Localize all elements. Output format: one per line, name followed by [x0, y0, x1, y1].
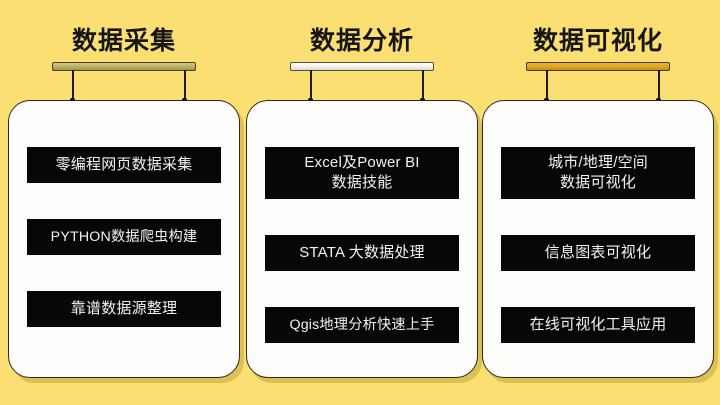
hanger-bar-icon [290, 62, 434, 71]
column-title: 数据可视化 [532, 27, 663, 55]
list-item[interactable]: 在线可视化工具应用 [501, 307, 695, 343]
column-title: 数据采集 [71, 27, 176, 55]
card-data-visualization: 城市/地理/空间数据可视化 信息图表可视化 在线可视化工具应用 [482, 100, 714, 378]
hanger-bar-icon [526, 62, 670, 71]
hanging-string-icon [72, 70, 74, 102]
hanging-string-icon [658, 70, 660, 102]
card-data-collection: 零编程网页数据采集 PYTHON数据爬虫构建 靠谱数据源整理 [8, 100, 240, 378]
hanging-string-icon [310, 70, 312, 102]
list-item[interactable]: 信息图表可视化 [501, 235, 695, 271]
hanging-string-icon [184, 70, 186, 102]
column-data-visualization: 数据可视化 城市/地理/空间数据可视化 信息图表可视化 在线可视化工具应用 [482, 0, 714, 405]
list-item[interactable]: 零编程网页数据采集 [27, 147, 221, 183]
list-item[interactable]: Qgis地理分析快速上手 [265, 307, 459, 343]
hanging-string-icon [422, 70, 424, 102]
list-item[interactable]: STATA 大数据处理 [265, 235, 459, 271]
column-title: 数据分析 [309, 27, 414, 55]
hanging-string-icon [546, 70, 548, 102]
list-item[interactable]: PYTHON数据爬虫构建 [27, 219, 221, 255]
hanger-bar-icon [52, 62, 196, 71]
column-data-collection: 数据采集 零编程网页数据采集 PYTHON数据爬虫构建 靠谱数据源整理 [8, 0, 240, 405]
list-item[interactable]: 靠谱数据源整理 [27, 291, 221, 327]
list-item[interactable]: 城市/地理/空间数据可视化 [501, 147, 695, 199]
